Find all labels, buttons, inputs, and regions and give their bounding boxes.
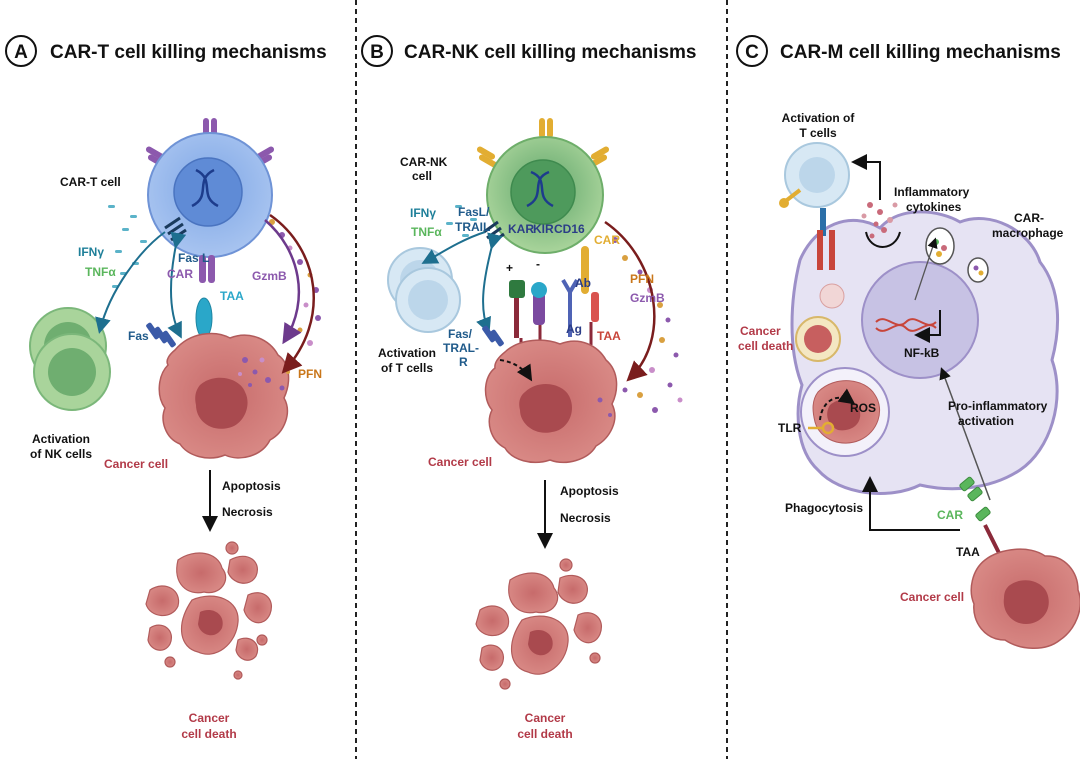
dna-icon [191,168,219,208]
svg-text:activation: activation [958,414,1014,428]
svg-text:TRAIL: TRAIL [455,220,490,234]
svg-text:B: B [370,42,384,63]
svg-text:Activation: Activation [32,432,90,446]
svg-text:Necrosis: Necrosis [560,511,611,525]
svg-text:Phagocytosis: Phagocytosis [785,501,863,515]
svg-text:of NK cells: of NK cells [30,447,92,461]
dead-cell-a [145,541,272,680]
svg-text:NF-kB: NF-kB [904,346,940,360]
cancer-nucleus-a [195,377,248,429]
svg-text:Cancer: Cancer [189,711,230,725]
svg-text:ROS: ROS [850,401,876,415]
taa-a [195,297,213,339]
panel-b-title: B CAR-NK cell killing mechanisms [361,35,696,67]
dna-icon-c [875,318,937,332]
svg-text:CAR: CAR [594,233,620,247]
svg-text:CAR-NK: CAR-NK [400,155,448,169]
panel-a-title: A CAR-T cell killing mechanisms [5,35,327,67]
svg-text:Cancer cell: Cancer cell [104,457,168,471]
svg-text:cell death: cell death [738,339,793,353]
svg-text:Activation: Activation [378,346,436,360]
svg-text:+: + [506,261,513,275]
svg-text:CD16: CD16 [554,222,585,236]
svg-text:cell death: cell death [181,727,236,741]
svg-text:Cancer cell: Cancer cell [900,590,964,604]
svg-text:TLR: TLR [778,421,802,435]
svg-text:of T cells: of T cells [381,361,433,375]
svg-text:KAR: KAR [508,222,534,236]
svg-text:Apoptosis: Apoptosis [560,484,619,498]
svg-text:Ag: Ag [566,322,582,336]
svg-text:-: - [536,257,540,271]
svg-text:macrophage: macrophage [992,226,1064,240]
svg-text:TAA: TAA [597,329,621,343]
panel-a: CAR-T cell IFNγ TNFα Fas L CAR TAA GzmB … [29,118,322,741]
svg-text:KIR: KIR [533,222,554,236]
svg-text:CAR-: CAR- [1014,211,1044,225]
svg-text:R: R [459,355,468,369]
svg-text:T cells: T cells [799,126,837,140]
svg-text:Apoptosis: Apoptosis [222,479,281,493]
svg-text:Fas L: Fas L [178,251,209,265]
svg-text:IFNγ: IFNγ [78,245,104,259]
svg-text:TAA: TAA [220,289,244,303]
macrophage-nucleus [861,261,979,379]
svg-text:CAR: CAR [937,508,963,522]
fas-a [146,322,176,348]
panel-b: CAR-NK cell IFNγ TNFα FasL/ TRAIL KAR KI… [378,118,683,741]
svg-text:Necrosis: Necrosis [222,505,273,519]
svg-text:Cancer cell: Cancer cell [428,455,492,469]
svg-text:cell: cell [412,169,432,183]
svg-text:Cancer: Cancer [740,324,781,338]
svg-text:TNFα: TNFα [85,265,116,279]
cytokine-dots-c [861,202,898,239]
svg-text:Cancer: Cancer [525,711,566,725]
svg-text:IFNγ: IFNγ [410,206,436,220]
svg-text:cell death: cell death [517,727,572,741]
svg-text:CAR-NK cell killing mechanisms: CAR-NK cell killing mechanisms [404,42,696,63]
svg-text:CAR: CAR [167,267,193,281]
svg-text:TRAL-: TRAL- [443,341,479,355]
panel-c: Activation of T cells Inflammatory cytok… [738,111,1080,649]
svg-text:FasL/: FasL/ [458,205,490,219]
svg-text:CAR-T cell: CAR-T cell [60,175,121,189]
svg-text:CAR-M cell killing mechanisms: CAR-M cell killing mechanisms [780,42,1061,63]
svg-text:Fas: Fas [128,329,149,343]
svg-text:TAA: TAA [956,545,980,559]
svg-text:CAR-T cell killing mechanisms: CAR-T cell killing mechanisms [50,42,327,63]
svg-text:Pro-inflammatory: Pro-inflammatory [948,399,1048,413]
svg-text:A: A [14,42,28,63]
svg-text:Ab: Ab [575,276,591,290]
svg-text:PFN: PFN [298,367,322,381]
panel-c-title: C CAR-M cell killing mechanisms [736,35,1061,67]
svg-text:Activation of: Activation of [782,111,856,125]
svg-text:PFN: PFN [630,272,654,286]
svg-text:GzmB: GzmB [252,269,287,283]
svg-text:cytokines: cytokines [906,200,962,214]
dead-cell-b [475,558,602,690]
svg-text:C: C [745,42,759,63]
svg-text:Fas/: Fas/ [448,327,473,341]
svg-text:Inflammatory: Inflammatory [894,185,970,199]
svg-text:GzmB: GzmB [630,291,665,305]
dna-icon-b [526,170,554,208]
svg-text:TNFα: TNFα [411,225,442,239]
